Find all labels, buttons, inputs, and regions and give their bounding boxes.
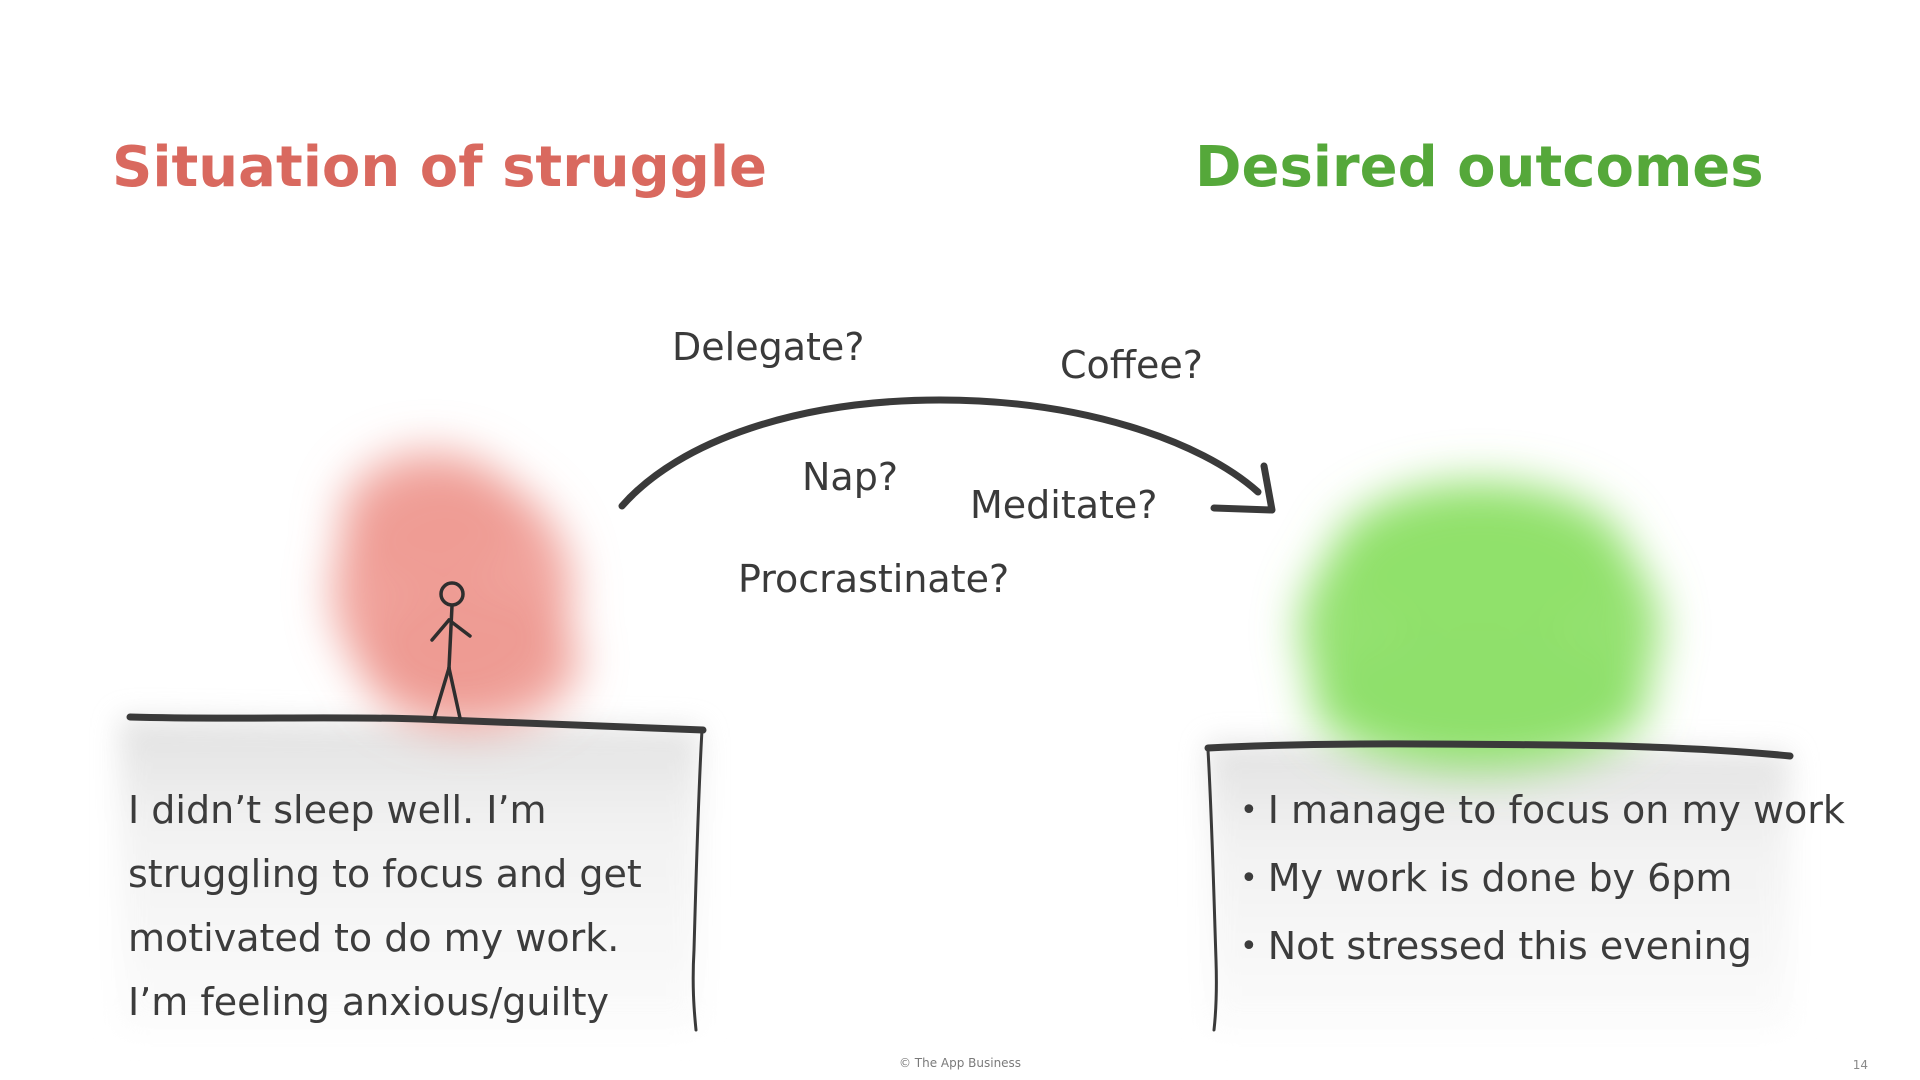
outcome-ground (1208, 742, 1790, 1030)
outcome-cloud (1300, 480, 1660, 770)
transition-arrow (618, 396, 1276, 514)
option-nap: Nap? (802, 455, 899, 499)
outcome-cliff (1204, 740, 1794, 1032)
bullet-icon: • (1240, 929, 1258, 964)
list-item: • Not stressed this evening (1240, 914, 1845, 982)
page-number: 14 (1852, 1058, 1868, 1072)
struggle-cloud (332, 450, 580, 730)
outcome-heading: Desired outcomes (1195, 135, 1764, 200)
list-item: • I manage to focus on my work (1240, 778, 1845, 846)
footer-copyright: © The App Business (898, 1056, 1022, 1070)
stick-figure (430, 581, 472, 720)
struggle-heading: Situation of struggle (112, 135, 768, 200)
struggle-line: struggling to focus and get (128, 852, 642, 896)
bullet-icon: • (1240, 861, 1258, 896)
struggle-ground (120, 718, 700, 1030)
struggle-line: I didn’t sleep well. I’m (128, 788, 547, 832)
outcome-list: • I manage to focus on my work • My work i… (1240, 778, 1845, 982)
outcome-text: My work is done by 6pm (1267, 856, 1733, 900)
outcome-text: Not stressed this evening (1267, 924, 1752, 968)
list-item: • My work is done by 6pm (1240, 846, 1845, 914)
option-delegate: Delegate? (672, 325, 865, 369)
outcome-text: I manage to focus on my work (1267, 788, 1845, 832)
struggle-cliff (126, 713, 707, 1032)
option-procrastinate: Procrastinate? (738, 557, 1010, 601)
struggle-line: I’m feeling anxious/guilty (128, 980, 609, 1024)
option-coffee: Coffee? (1060, 343, 1203, 387)
struggle-line: motivated to do my work. (128, 916, 620, 960)
struggle-description: I didn’t sleep well. I’m struggling to f… (128, 778, 688, 1034)
bullet-icon: • (1240, 793, 1258, 828)
option-meditate: Meditate? (970, 483, 1158, 527)
